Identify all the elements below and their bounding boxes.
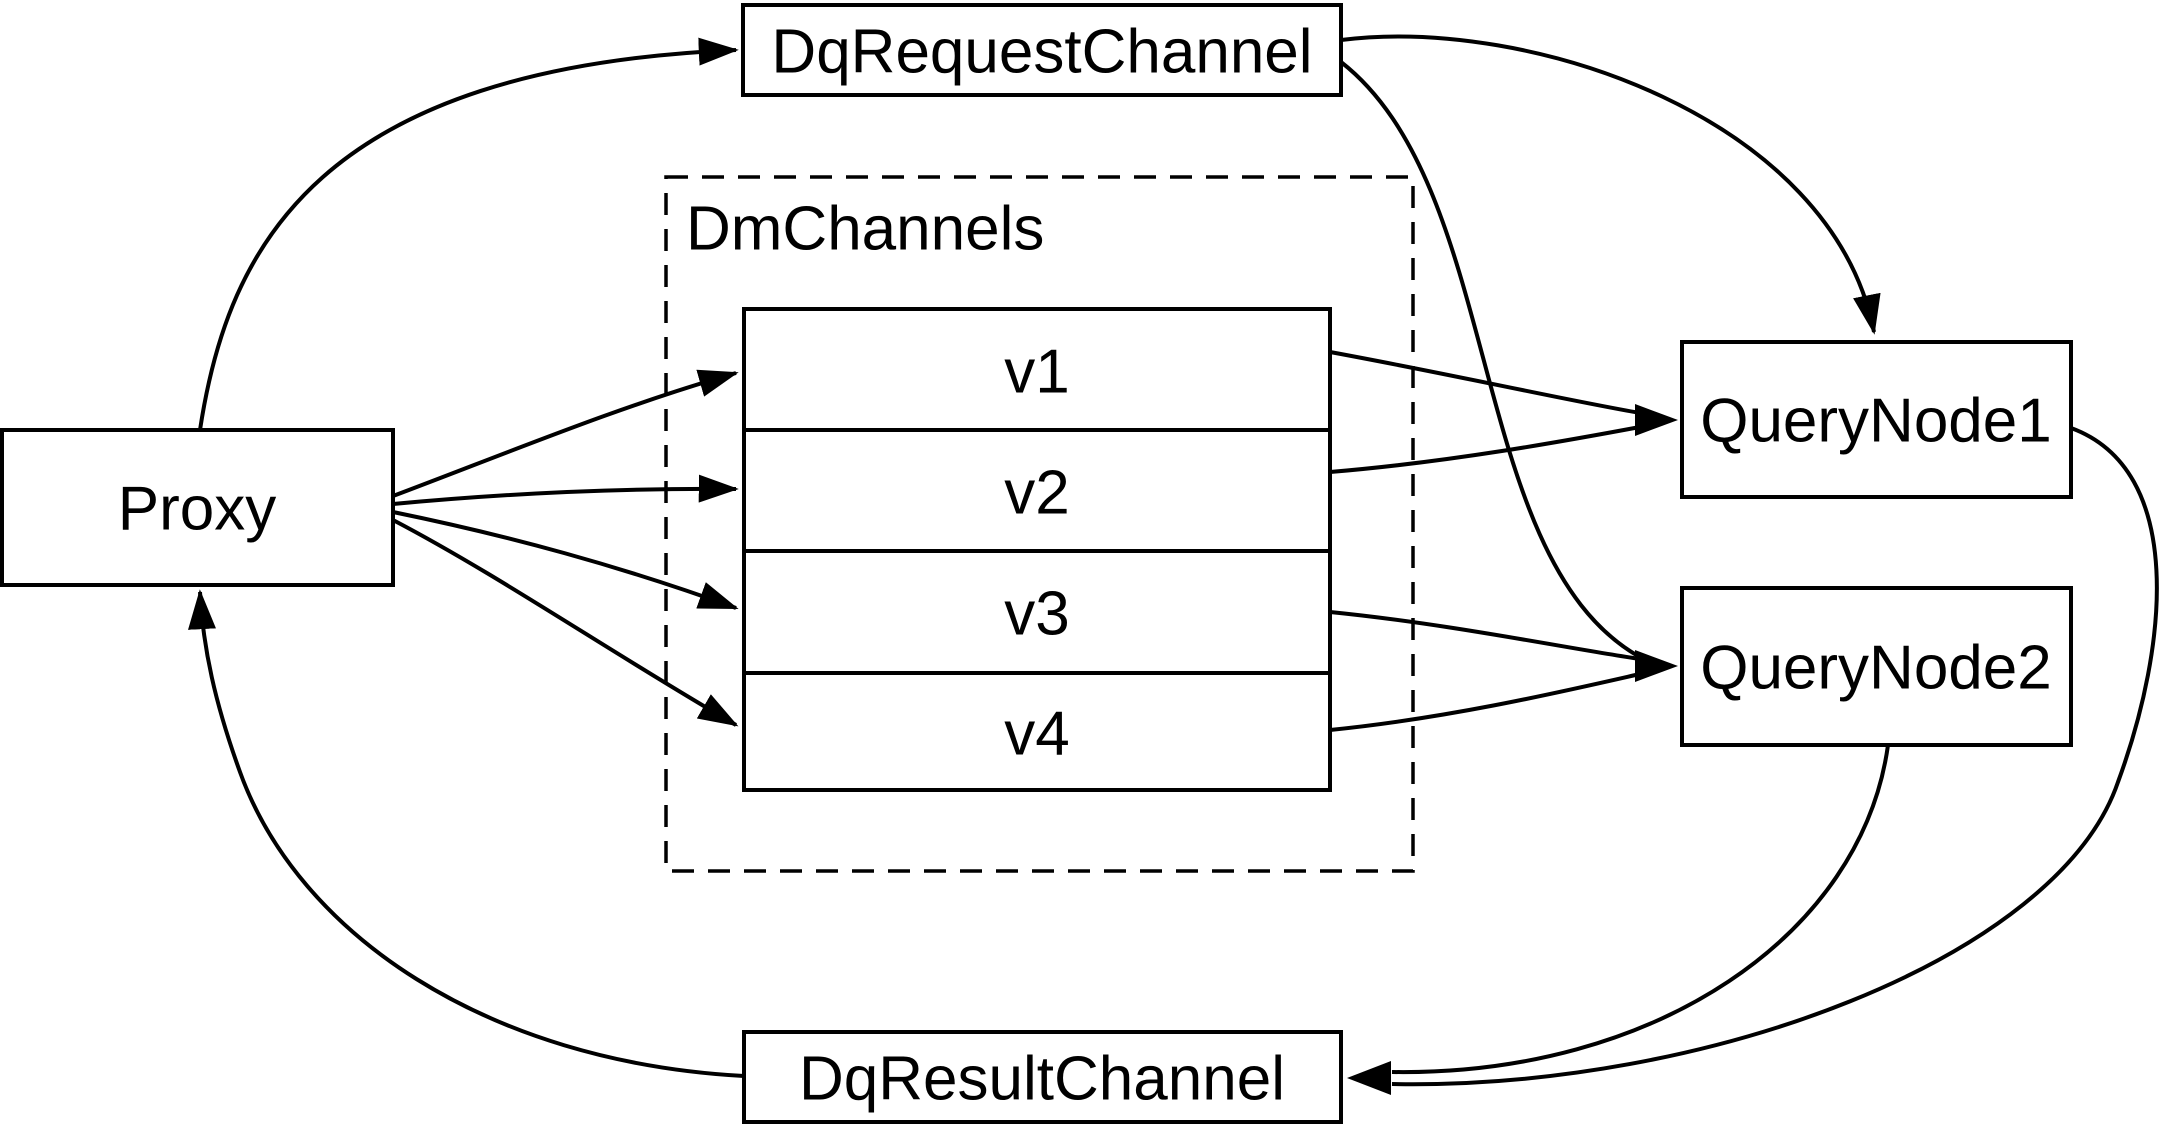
channel-row-v2-label: v2: [1004, 459, 1069, 528]
edge-v4-to-query-node-2: [1329, 672, 1641, 732]
node-dq-result-channel: DqResultChannel: [742, 1030, 1343, 1124]
channel-stack: v1 v2 v3 v4: [742, 307, 1332, 792]
edge-dq-result-channel-to-proxy: [188, 589, 745, 1078]
edge-proxy-to-v2: [392, 474, 739, 506]
arrowhead-into-query-node-1: [1635, 404, 1678, 436]
dq-result-channel-label: DqResultChannel: [799, 1045, 1285, 1114]
edge-v3-to-query-node-2: [1329, 610, 1641, 661]
query-node-1-label: QueryNode1: [1700, 387, 2052, 456]
node-proxy: Proxy: [0, 428, 395, 587]
node-dm-channels: DmChannels v1 v2 v3 v4: [664, 175, 1415, 873]
channel-row-v4-label: v4: [1004, 700, 1069, 769]
query-node-1-box: [1680, 340, 2073, 499]
edge-proxy-to-v1: [392, 369, 739, 498]
dq-request-channel-box: [741, 3, 1343, 97]
channel-row-v1-label: v1: [1004, 338, 1069, 407]
edge-v2-to-query-node-1: [1329, 425, 1641, 474]
edge-v1-to-query-node-1: [1329, 350, 1641, 415]
query-node-2-label: QueryNode2: [1700, 634, 2052, 703]
query-node-2-box: [1680, 586, 2073, 747]
edge-proxy-to-v4: [392, 518, 739, 727]
dq-request-channel-label: DqRequestChannel: [771, 18, 1312, 87]
dm-channels-container: [664, 175, 1415, 873]
edge-dq-request-channel-to-query-node-1: [1340, 34, 1881, 335]
arrowhead-into-query-node-2: [1635, 650, 1678, 682]
node-dq-request-channel: DqRequestChannel: [741, 3, 1343, 97]
edge-query-node-2-to-dq-result-channel: [1391, 744, 1890, 1075]
proxy-box: [0, 428, 395, 587]
node-query-node-2: QueryNode2: [1680, 586, 2073, 747]
edge-proxy-to-dq-request-channel: [198, 37, 739, 431]
dm-channels-label: DmChannels: [686, 195, 1044, 264]
proxy-label: Proxy: [118, 475, 276, 544]
node-query-node-1: QueryNode1: [1680, 340, 2073, 499]
arrowhead-into-dq-result-channel: [1347, 1061, 1391, 1095]
channel-row-v3-label: v3: [1004, 580, 1069, 649]
dq-result-channel-box: [742, 1030, 1343, 1124]
edge-proxy-to-v3: [392, 510, 739, 610]
edge-dq-request-channel-to-query-node-2: [1339, 60, 1640, 658]
edge-query-node-1-to-dq-result-channel: [1391, 426, 2159, 1087]
